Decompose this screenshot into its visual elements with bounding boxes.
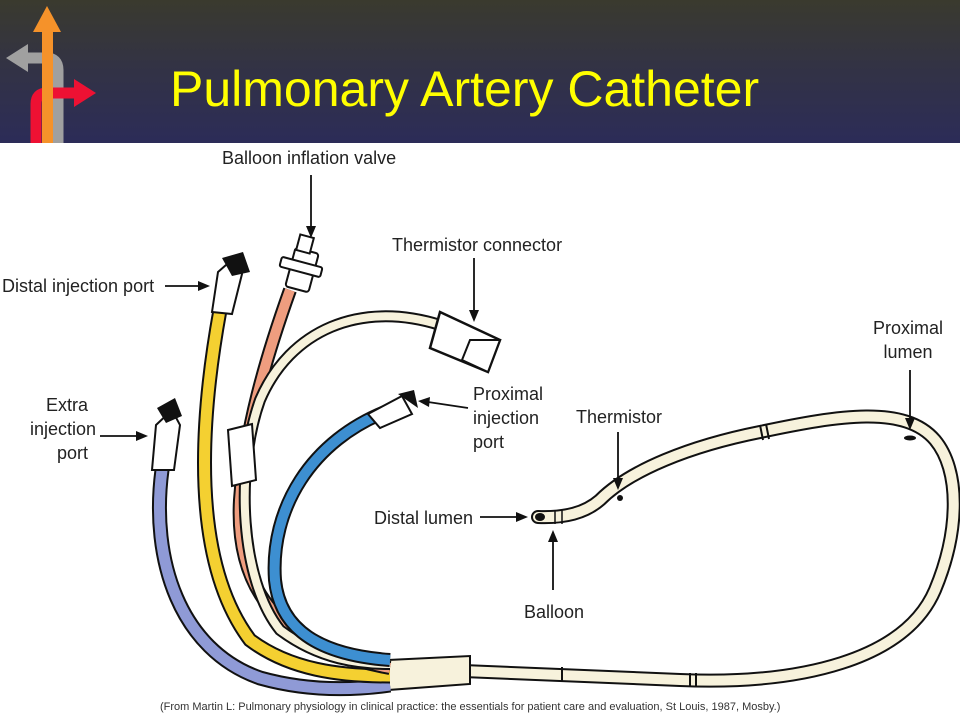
label-distal-injection-port: Distal injection port xyxy=(2,276,155,296)
catheter-loop xyxy=(383,409,960,688)
label-distal-lumen: Distal lumen xyxy=(374,508,474,528)
label-arrows xyxy=(100,175,915,590)
label-proximal-lumen: Proximal lumen xyxy=(872,318,943,362)
label-extra-injection-port: Extra injection port xyxy=(30,395,97,463)
label-thermistor: Thermistor xyxy=(576,407,663,427)
label-balloon-inflation-valve: Balloon inflation valve xyxy=(222,148,397,168)
catheter-hub xyxy=(387,654,471,692)
label-balloon: Balloon xyxy=(524,602,585,622)
figure-caption: (From Martin L: Pulmonary physiology in … xyxy=(160,701,781,713)
catheter-diagram xyxy=(100,175,960,697)
label-proximal-injection-port: Proximal injection port xyxy=(473,384,544,452)
label-thermistor-connector: Thermistor connector xyxy=(392,235,563,255)
slide-header: Pulmonary Artery Catheter xyxy=(0,0,960,143)
slide-title: Pulmonary Artery Catheter xyxy=(170,61,760,117)
extra-injection-lumen xyxy=(150,398,392,697)
arrows-logo-icon xyxy=(6,6,96,143)
distal-injection-lumen xyxy=(197,252,391,684)
proximal-injection-lumen xyxy=(267,390,418,667)
